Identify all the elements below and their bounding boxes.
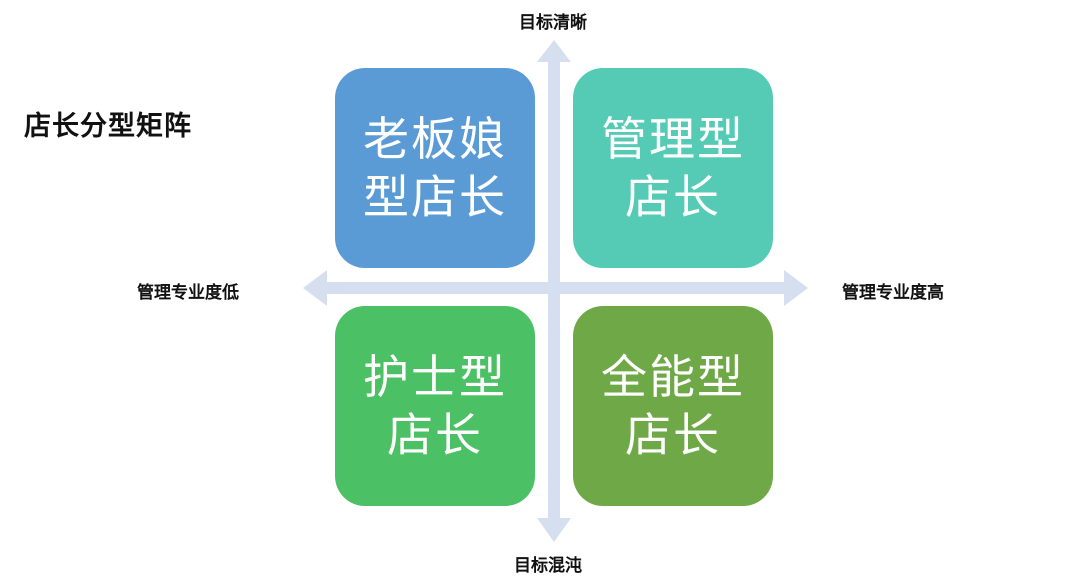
quadrant-line2: 型店长 (363, 170, 507, 224)
axis-label-left: 管理专业度低 (137, 283, 239, 303)
quadrant-line2: 店长 (625, 170, 721, 224)
axis-label-bottom: 目标混沌 (514, 556, 582, 576)
axis-label-right: 管理专业度高 (842, 283, 944, 303)
quadrant-nurse-type: 护士型 店长 (335, 306, 535, 506)
axis-label-top: 目标清晰 (519, 13, 587, 33)
quadrant-all-round-type: 全能型 店长 (573, 306, 773, 506)
quadrant-line1: 护士型 (363, 350, 507, 404)
diagram-title: 店长分型矩阵 (24, 111, 192, 142)
horizontal-axis-arrow (303, 270, 808, 306)
quadrant-manager-type: 管理型 店长 (573, 68, 773, 268)
quadrant-line2: 店长 (625, 408, 721, 462)
quadrant-line1: 老板娘 (363, 112, 507, 166)
quadrant-boss-wife-type: 老板娘 型店长 (335, 68, 535, 268)
quadrant-line2: 店长 (387, 408, 483, 462)
quadrant-line1: 全能型 (601, 350, 745, 404)
quadrant-line1: 管理型 (601, 112, 745, 166)
